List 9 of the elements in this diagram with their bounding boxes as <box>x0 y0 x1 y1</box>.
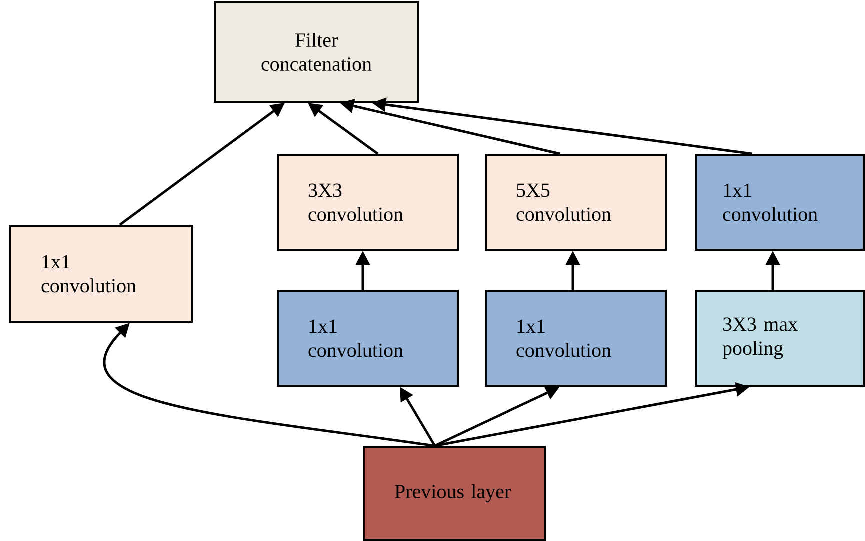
layer-box: Previous layer <box>363 446 546 541</box>
layer-box: 1x1 convolution <box>695 154 865 251</box>
layer-box: 1x1 convolution <box>485 290 667 387</box>
layer-box: 1x1 convolution <box>277 290 459 387</box>
layer-box: 3X3 convolution <box>277 154 459 251</box>
layer-box: 5X5 convolution <box>485 154 667 251</box>
layer-box: 3X3 max pooling <box>695 290 865 387</box>
layer-box: 1x1 convolution <box>9 225 193 323</box>
layer-box: Filter concatenation <box>214 1 419 103</box>
